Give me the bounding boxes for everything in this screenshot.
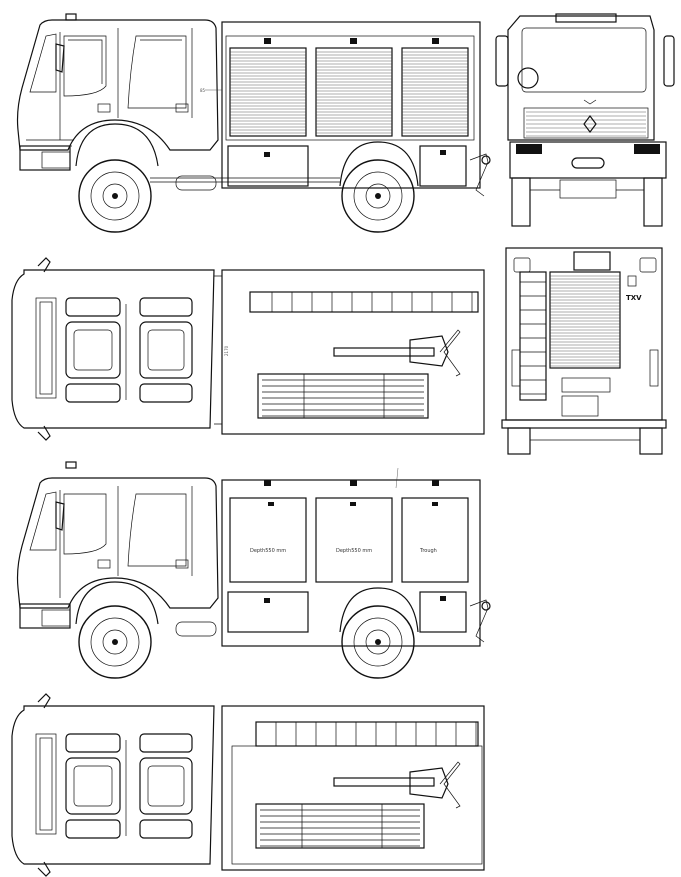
compartment-2-label: Depth550 mm — [336, 548, 372, 554]
rear-view: TXV — [501, 247, 667, 455]
rear-wheel — [341, 159, 415, 233]
compartment-1 — [229, 497, 307, 583]
equipment-body — [221, 21, 481, 189]
front-view — [495, 13, 675, 227]
cab-outline — [16, 19, 219, 151]
roller-shutters — [229, 47, 469, 137]
hose-reel-box — [257, 373, 429, 419]
cab-window-rear — [127, 35, 187, 109]
side-view-lower: Depth550 mm Depth550 mm Trough — [16, 461, 491, 679]
ladder — [249, 291, 479, 313]
compartment-2 — [315, 497, 393, 583]
compartment-3 — [401, 497, 469, 583]
side-view-upper: 85 — [16, 13, 491, 233]
top-view-lower — [11, 693, 485, 877]
front-wheel — [78, 159, 152, 233]
compartment-3-label: Trough — [419, 548, 437, 554]
cab-roof-outline — [11, 269, 215, 429]
cab-window-front — [63, 35, 107, 97]
body-roof — [221, 269, 485, 435]
rear-badge: TXV — [626, 294, 642, 302]
dimension-label: 85 — [200, 88, 206, 93]
dimension-label: 2170 — [224, 345, 229, 356]
top-view-upper: 2170 — [11, 257, 485, 441]
compartment-1-label: Depth550 mm — [250, 548, 286, 554]
